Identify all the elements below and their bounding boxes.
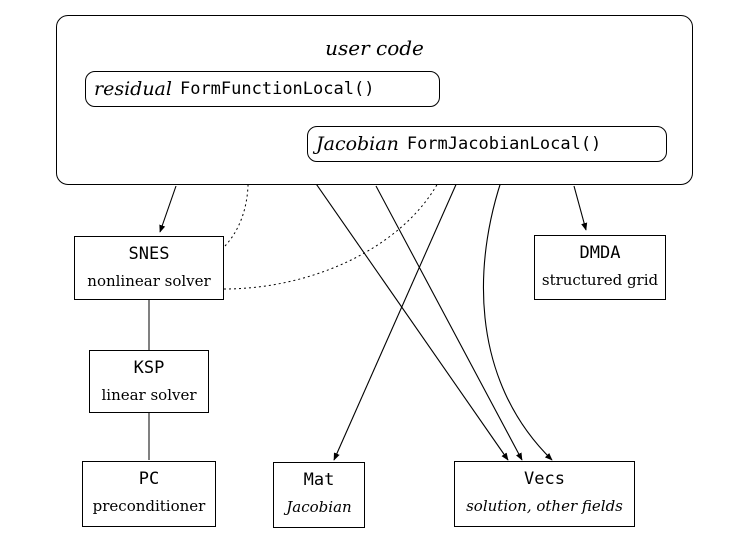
- pc-box: PC preconditioner: [82, 461, 216, 527]
- residual-function-box: residual FormFunctionLocal(): [85, 71, 440, 107]
- vecs-title: Vecs: [524, 469, 565, 489]
- pc-desc: preconditioner: [92, 497, 206, 515]
- snes-desc: nonlinear solver: [87, 272, 211, 290]
- dmda-desc: structured grid: [541, 271, 659, 289]
- edge-snes-to-jacobian: [223, 160, 449, 290]
- snes-title: SNES: [128, 244, 170, 264]
- ksp-desc: linear solver: [101, 386, 197, 404]
- edge-usercode-to-vecs: [375, 185, 523, 461]
- ksp-box: KSP linear solver: [89, 350, 209, 413]
- jacobian-prefix: Jacobian: [316, 133, 399, 155]
- residual-function-name: FormFunctionLocal(): [179, 79, 375, 99]
- edge-usercode-to-dmda: [573, 185, 588, 231]
- residual-prefix: residual: [94, 78, 172, 100]
- vecs-box: Vecs solution, other fields: [454, 461, 635, 527]
- ksp-title: KSP: [133, 358, 165, 378]
- pc-title: PC: [138, 469, 160, 489]
- dmda-box: DMDA structured grid: [534, 235, 666, 300]
- jacobian-function-name: FormJacobianLocal(): [406, 134, 602, 154]
- mat-box: Mat Jacobian: [273, 462, 365, 528]
- vecs-desc: solution, other fields: [466, 497, 623, 515]
- snes-box: SNES nonlinear solver: [74, 236, 224, 300]
- edge-usercode-to-snes: [159, 185, 177, 233]
- edge-jacobian-to-mat: [333, 161, 467, 461]
- mat-desc: Jacobian: [286, 498, 352, 516]
- jacobian-function-box: Jacobian FormJacobianLocal(): [307, 126, 667, 162]
- edge-snes-to-residual: [224, 109, 249, 247]
- mat-title: Mat: [303, 470, 335, 490]
- dmda-title: DMDA: [579, 243, 621, 263]
- edge-jacobian-to-vecs: [482, 161, 553, 461]
- user-code-label: user code: [325, 36, 424, 60]
